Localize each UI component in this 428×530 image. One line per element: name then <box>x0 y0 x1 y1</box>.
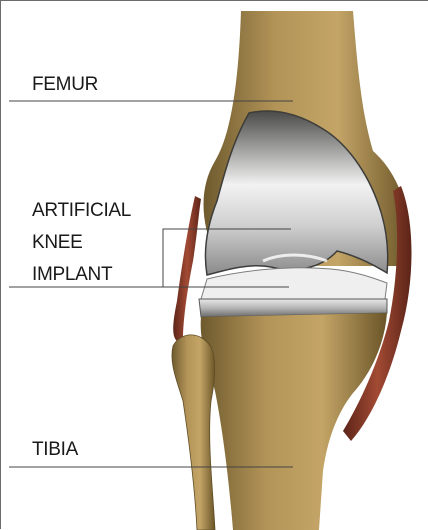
poly-insert <box>201 268 387 299</box>
fibula-bone <box>172 335 215 530</box>
implant-label-line-1: ARTIFICIAL <box>32 195 131 227</box>
implant-label: ARTIFICIAL KNEE IMPLANT <box>32 195 131 291</box>
medial-ligament <box>173 196 201 341</box>
tibia-label: TIBIA <box>32 434 78 466</box>
femur-label: FEMUR <box>32 69 98 101</box>
implant-label-line-3: IMPLANT <box>32 259 131 291</box>
implant-label-line-2: KNEE <box>32 227 131 259</box>
